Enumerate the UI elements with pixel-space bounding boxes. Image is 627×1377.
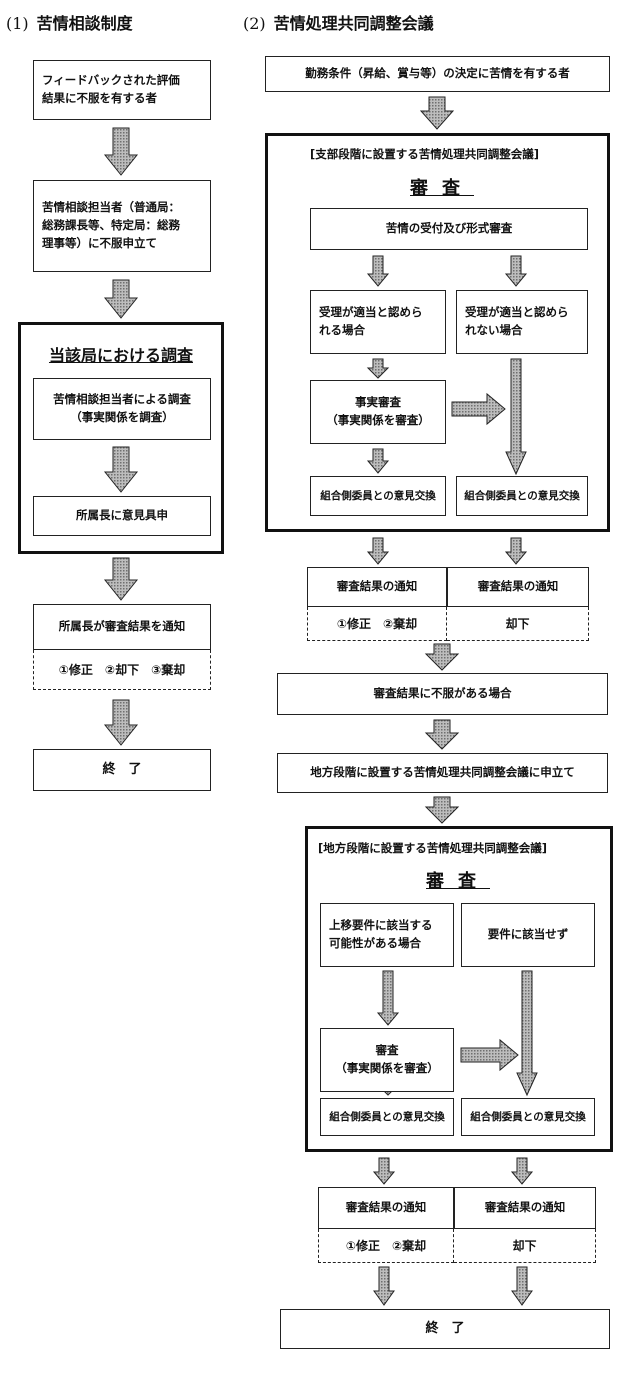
arrow-left-3 bbox=[103, 446, 139, 493]
investigation-substep1: 苦情相談担当者による調査 （事実関係を調査） bbox=[33, 378, 211, 440]
left-section-number: (1) bbox=[6, 14, 29, 33]
dissatisfied-box: 審査結果に不服がある場合 bbox=[277, 673, 608, 715]
arrow-regional-long bbox=[516, 970, 538, 1097]
regional-meeting-caption: [地方段階に設置する苦情処理共同調整会議] bbox=[318, 841, 548, 855]
regional-possible-box: 上移要件に該当する 可能性がある場合 bbox=[320, 903, 454, 967]
left-step-feedback: フィードバックされた評価 結果に不服を有する者 bbox=[33, 60, 211, 120]
arrow-branch-out-left bbox=[366, 537, 390, 565]
arrow-to-regional bbox=[424, 796, 460, 824]
arrow-branch-out-right bbox=[504, 537, 528, 565]
investigation-substep2: 所属長に意見具申 bbox=[33, 496, 211, 536]
branch-exchange-left: 組合側委員との意見交換 bbox=[310, 476, 446, 516]
arrow-regional-out-right bbox=[510, 1157, 534, 1185]
investigation-frame bbox=[18, 322, 224, 554]
left-notify-box: 所属長が審査結果を通知 bbox=[33, 604, 211, 650]
appeal-box: 地方段階に設置する苦情処理共同調整会議に申立て bbox=[277, 753, 608, 793]
branch-result-left-options: ①修正 ②棄却 bbox=[307, 607, 447, 641]
right-start-box: 勤務条件（昇給、賞与等）の決定に苦情を有する者 bbox=[265, 56, 610, 92]
branch-fact-review-box: 事実審査 （事実関係を審査） bbox=[310, 380, 446, 444]
arrow-right-start bbox=[419, 96, 455, 130]
branch-result-right-label: 審査結果の通知 bbox=[447, 567, 589, 607]
right-section-title: (2) 苦情処理共同調整会議 bbox=[243, 10, 434, 34]
regional-meeting-frame bbox=[305, 826, 613, 1152]
branch-not-accepted-box: 受理が適当と認めら れない場合 bbox=[456, 290, 588, 354]
arrow-branch-fact-right bbox=[451, 392, 506, 426]
left-section-title-text: 苦情相談制度 bbox=[36, 14, 133, 33]
right-section-title-text: 苦情処理共同調整会議 bbox=[273, 14, 434, 33]
regional-exchange-left: 組合側委員との意見交換 bbox=[320, 1098, 454, 1136]
arrow-to-appeal bbox=[424, 719, 460, 750]
regional-result-right-option: 却下 bbox=[454, 1229, 596, 1263]
left-end-box: 終 了 bbox=[33, 749, 211, 791]
arrow-branch-intake-left bbox=[366, 255, 390, 287]
branch-meeting-caption: [支部段階に設置する苦情処理共同調整会議] bbox=[310, 147, 540, 161]
arrow-regional-possible bbox=[376, 970, 400, 1026]
arrow-left-2 bbox=[103, 279, 139, 319]
arrow-regional-out-left bbox=[372, 1157, 396, 1185]
arrow-final-right bbox=[511, 1266, 533, 1306]
left-section-title: (1) 苦情相談制度 bbox=[6, 10, 133, 34]
regional-result-right-label: 審査結果の通知 bbox=[454, 1187, 596, 1229]
arrow-branch-fact-down bbox=[366, 448, 390, 474]
branch-exchange-right: 組合側委員との意見交換 bbox=[456, 476, 588, 516]
right-section-number: (2) bbox=[243, 14, 266, 33]
regional-result-left-options: ①修正 ②棄却 bbox=[318, 1229, 454, 1263]
branch-result-left-label: 審査結果の通知 bbox=[307, 567, 447, 607]
branch-result-right-option: 却下 bbox=[447, 607, 589, 641]
left-step-complaint: 苦情相談担当者（普通局： 総務課長等、特定局：総務 理事等）に不服申立て bbox=[33, 180, 211, 272]
regional-result-left-label: 審査結果の通知 bbox=[318, 1187, 454, 1229]
regional-meeting-heading: 審査 bbox=[426, 871, 490, 892]
arrow-to-dissatisfied bbox=[424, 643, 460, 671]
arrow-left-5 bbox=[103, 699, 139, 746]
investigation-heading: 当該局における調査 bbox=[48, 346, 193, 365]
arrow-left-1 bbox=[103, 127, 139, 176]
arrow-final-left bbox=[373, 1266, 395, 1306]
left-notify-options: ①修正 ②却下 ③棄却 bbox=[33, 650, 211, 690]
branch-meeting-heading: 審査 bbox=[410, 178, 474, 199]
regional-review-box: 審査 （事実関係を審査） bbox=[320, 1028, 454, 1092]
arrow-branch-long bbox=[505, 358, 527, 476]
arrow-branch-accepted bbox=[366, 358, 390, 379]
regional-not-applicable-box: 要件に該当せず bbox=[461, 903, 595, 967]
right-end-box: 終 了 bbox=[280, 1309, 610, 1349]
branch-meeting-frame bbox=[265, 133, 610, 532]
arrow-left-4 bbox=[103, 557, 139, 601]
branch-accepted-box: 受理が適当と認めら れる場合 bbox=[310, 290, 446, 354]
regional-exchange-right: 組合側委員との意見交換 bbox=[461, 1098, 595, 1136]
arrow-regional-review-right bbox=[460, 1038, 519, 1072]
arrow-branch-intake-right bbox=[504, 255, 528, 287]
branch-intake-box: 苦情の受付及び形式審査 bbox=[310, 208, 588, 250]
